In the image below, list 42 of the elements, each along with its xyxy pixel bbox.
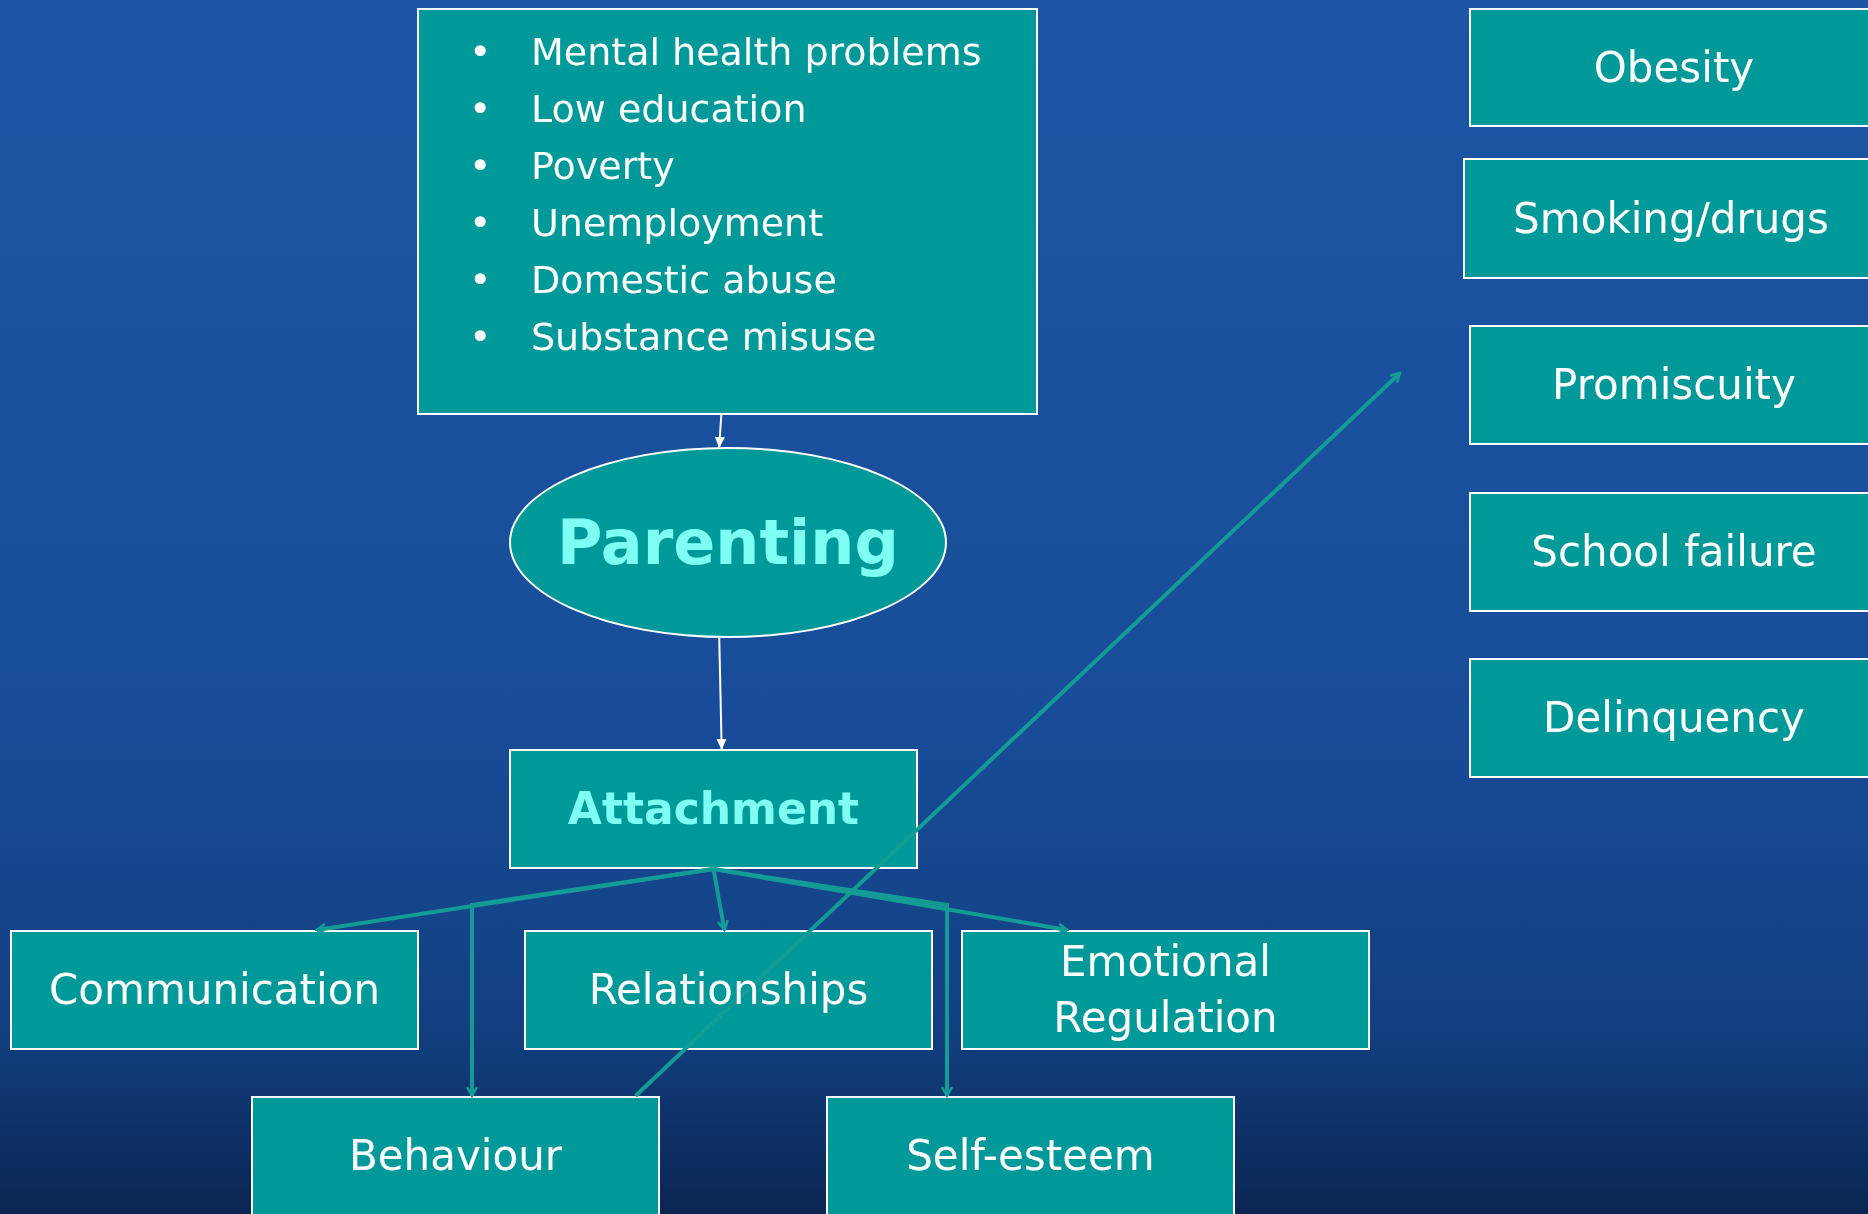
arrow	[716, 637, 727, 750]
box-label: Self-esteem	[906, 1130, 1155, 1182]
outcome-box	[251, 1096, 660, 1214]
box-label: Attachment	[567, 782, 860, 836]
arrow	[713, 867, 954, 1098]
bullet: •	[469, 200, 493, 247]
arrow	[465, 867, 714, 1098]
bullet-item: Mental health problems	[531, 29, 982, 76]
bullet-item: Domestic abuse	[531, 257, 837, 304]
box-label: Emotional Regulation	[1052, 936, 1279, 1044]
outcome-box	[524, 930, 933, 1050]
outcome-box	[1463, 158, 1868, 279]
arrow	[711, 868, 729, 932]
arrow	[634, 371, 1402, 1098]
outcome-box	[826, 1096, 1235, 1214]
ellipse-label: Parenting	[557, 505, 899, 581]
box-label: Promiscuity	[1552, 359, 1796, 411]
box-label: Obesity	[1593, 41, 1755, 94]
outcome-box	[1469, 492, 1868, 612]
bullet: •	[469, 257, 493, 304]
box-label: Relationships	[588, 964, 869, 1016]
outcome-box	[961, 930, 1370, 1050]
risk-factor-box	[417, 8, 1038, 415]
outcome-box	[1469, 8, 1868, 127]
outcome-box	[10, 930, 419, 1050]
box-label: Behaviour	[348, 1130, 563, 1182]
bullet-item: Unemployment	[531, 200, 824, 247]
bullet-item: Poverty	[531, 143, 675, 190]
outcome-box	[1469, 658, 1868, 778]
bullet-item: Substance misuse	[531, 314, 877, 361]
outcome-box	[509, 749, 918, 869]
box-label: Smoking/drugs	[1513, 192, 1829, 245]
bullet: •	[469, 143, 493, 190]
bullet-item: Low education	[531, 86, 807, 133]
bullet: •	[469, 314, 493, 361]
bullet: •	[469, 86, 493, 133]
box-label: Delinquency	[1543, 692, 1805, 744]
bullet: •	[469, 29, 493, 76]
box-label: School failure	[1531, 526, 1817, 578]
arrow	[714, 414, 725, 448]
box-label: Communication	[48, 964, 380, 1016]
outcome-box	[1469, 325, 1868, 445]
